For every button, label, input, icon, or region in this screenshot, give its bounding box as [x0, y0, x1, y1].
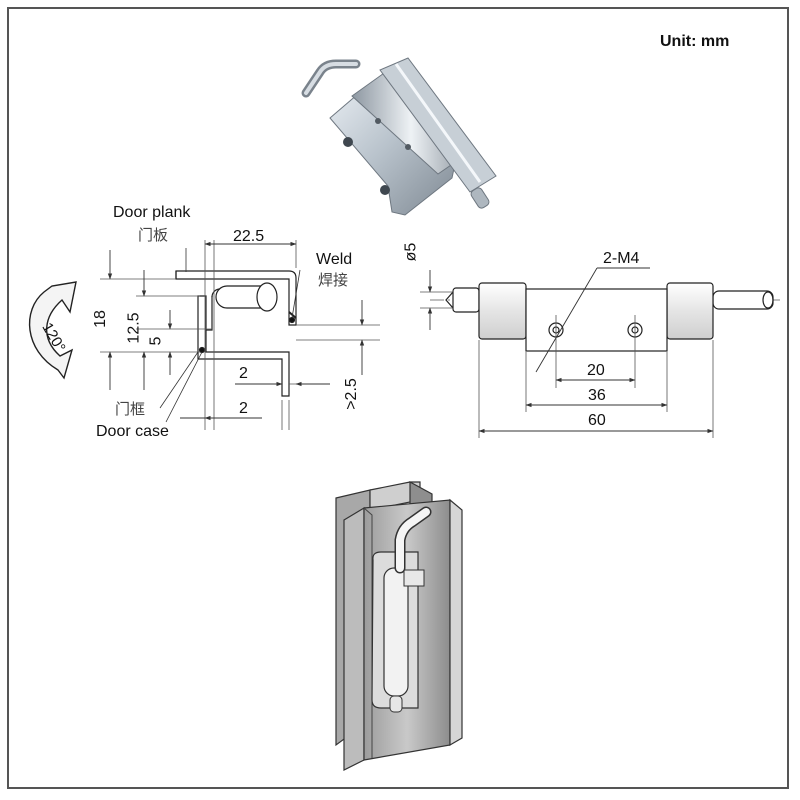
dim-pin-offset: 12.5: [125, 312, 143, 344]
installation-view: [335, 480, 463, 771]
dim-total-length: 60: [588, 412, 606, 429]
door-plank-label: Door plank: [113, 204, 191, 221]
door-case-label: Door case: [96, 423, 169, 440]
dim-lip: 2: [239, 365, 248, 382]
dim-gap: 5: [147, 336, 165, 346]
front-view-drawing: [420, 267, 780, 438]
dim-pin-diameter: ø5: [402, 242, 420, 262]
door-case-cn-label: 门框: [115, 400, 146, 418]
rotation-arrow: [28, 281, 77, 380]
hinge-photo: [301, 57, 497, 216]
weld-cn-label: 焊接: [318, 271, 349, 289]
door-plank-cn-label: 门板: [138, 226, 169, 244]
weld-label: Weld: [316, 251, 353, 268]
dim-min-thickness: >2.5: [342, 378, 360, 410]
dim-leaf: 2: [239, 400, 248, 417]
holes-label: 2-M4: [603, 250, 640, 267]
dim-hole-spacing: 20: [587, 362, 605, 379]
dim-height: 18: [91, 310, 109, 328]
dim-top-width: 22.5: [233, 228, 265, 245]
unit-label: Unit: mm: [660, 33, 730, 50]
dim-leaf-length: 36: [588, 387, 606, 404]
side-view-drawing: [100, 240, 380, 430]
sheet-border: [7, 7, 789, 789]
